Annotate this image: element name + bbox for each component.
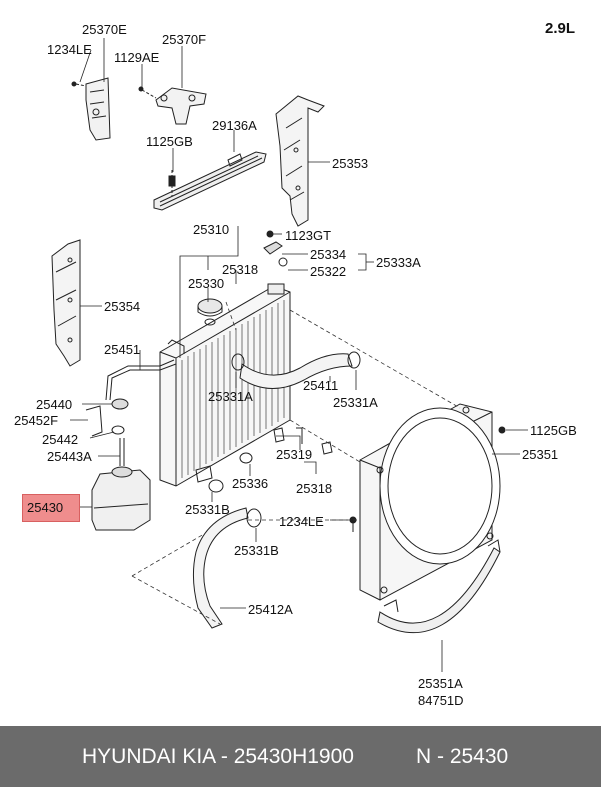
label-25451: 25451 <box>104 342 141 357</box>
label-25334: 25334 <box>310 247 347 262</box>
label-25318-top: 25318 <box>222 262 259 277</box>
label-25322: 25322 <box>310 264 347 279</box>
label-25443a: 25443A <box>47 449 92 464</box>
part-number-footer: HYUNDAI KIA - 25430H1900 N - 25430 <box>0 726 601 787</box>
label-84751d: 84751D <box>418 693 464 708</box>
bracket-25370f <box>138 86 207 125</box>
label-25370f: 25370F <box>162 32 207 47</box>
label-25319: 25319 <box>276 447 313 462</box>
label-25336: 25336 <box>232 476 269 491</box>
hose-25451 <box>105 359 177 401</box>
guard-25354 <box>51 239 81 367</box>
label-25411: 25411 <box>303 378 339 393</box>
label-25354: 25354 <box>104 299 141 314</box>
footer-part-number: HYUNDAI KIA - 25430H1900 <box>82 745 354 768</box>
label-1129ae: 1129AE <box>114 50 160 65</box>
label-25442: 25442 <box>42 432 79 447</box>
hose-25412a <box>192 507 262 629</box>
highlighted-part-label: 25430 <box>27 500 64 515</box>
small-fittings <box>195 230 333 493</box>
label-25351a: 25351A <box>418 676 463 691</box>
label-25331a-left: 25331A <box>208 389 253 404</box>
label-25412a: 25412A <box>248 602 293 617</box>
label-25333a: 25333A <box>376 255 421 270</box>
label-1125gb-right: 1125GB <box>530 423 577 438</box>
diagram-drawing <box>51 38 528 672</box>
label-25331b-left: 25331B <box>185 502 230 517</box>
lower-shroud-25351a <box>377 539 501 634</box>
label-1125gb-top: 1125GB <box>146 134 193 149</box>
seal-29136a <box>153 151 267 211</box>
highlighted-part-25430[interactable]: 25430 <box>22 494 80 522</box>
bracket-25370e <box>71 77 111 141</box>
guard-25353 <box>275 95 325 227</box>
fan-shroud-25351 <box>359 403 501 601</box>
label-25440: 25440 <box>36 397 73 412</box>
label-1123gt: 1123GT <box>285 228 332 243</box>
reservoir-tank-25430 <box>91 466 151 531</box>
label-25370e: 25370E <box>82 22 127 37</box>
engine-label: 2.9L <box>545 20 576 37</box>
label-1234le-top: 1234LE <box>47 42 92 57</box>
label-29136a: 29136A <box>212 118 257 133</box>
hose-25411 <box>231 351 361 389</box>
label-25353: 25353 <box>332 156 369 171</box>
label-25331a-right: 25331A <box>333 395 378 410</box>
label-25351: 25351 <box>522 447 559 462</box>
cap-25330 <box>197 298 223 326</box>
label-25318-bottom: 25318 <box>296 481 333 496</box>
label-25310: 25310 <box>193 222 230 237</box>
label-25331b-right: 25331B <box>234 543 279 558</box>
parts-diagram <box>51 38 528 672</box>
label-25330: 25330 <box>188 276 225 291</box>
footer-reference: N - 25430 <box>416 745 509 768</box>
label-25452f: 25452F <box>14 413 59 428</box>
label-1234le-bottom: 1234LE <box>279 514 324 529</box>
